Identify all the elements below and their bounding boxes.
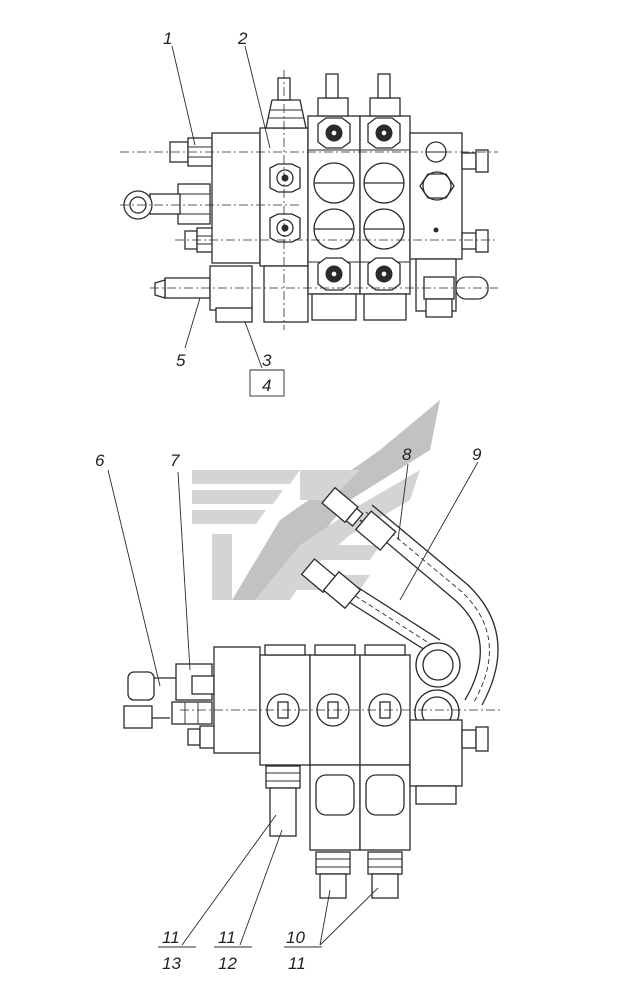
- top-left-bolt-lower: [184, 227, 216, 253]
- bottom-left-bolt-lower: [187, 725, 217, 749]
- bottom-left-bolt-upper: [175, 663, 215, 701]
- callout-13: 13: [162, 954, 181, 973]
- callout-5: 5: [176, 351, 186, 370]
- bottom-section-3: [359, 644, 411, 851]
- callout-10: 10: [286, 928, 305, 947]
- leader-10-11b: [319, 887, 379, 946]
- leader-10-11a: [319, 889, 331, 946]
- leader-3: [244, 321, 263, 369]
- top-inlet-cover: [211, 132, 261, 264]
- callout-2: 2: [237, 29, 248, 48]
- top-section-b: [359, 73, 411, 321]
- bottom-fitting-left: [265, 765, 301, 837]
- callout-4-box: [249, 369, 285, 397]
- callout-4: 4: [262, 376, 271, 395]
- callout-11-over-13: 11: [162, 928, 180, 947]
- bottom-section-1: [259, 644, 311, 766]
- leader-1: [171, 45, 196, 146]
- bottom-view: 6 7 8 9 10 11 11 13 11 12: [95, 445, 500, 973]
- callout-11-over-12: 11: [218, 928, 236, 947]
- leader-2: [244, 45, 271, 149]
- callout-9: 9: [472, 445, 482, 464]
- callout-7: 7: [170, 451, 180, 470]
- bottom-inlet-cover: [213, 646, 261, 754]
- top-left-hose-nipple: [154, 265, 253, 323]
- top-view: 1 2 3 4 5: [120, 29, 498, 397]
- callout-6: 6: [95, 451, 105, 470]
- callout-8: 8: [402, 445, 412, 464]
- top-section-a: [307, 73, 361, 321]
- top-end-cover: [409, 132, 489, 318]
- callout-3: 3: [262, 351, 272, 370]
- bottom-section-2: [309, 644, 361, 851]
- leader-5: [184, 297, 201, 349]
- bottom-fitting-mid: [315, 851, 351, 899]
- callout-11-under-10: 11: [288, 954, 306, 973]
- top-left-elbow-fitting: [123, 183, 211, 225]
- leader-9: [399, 461, 479, 601]
- leader-6: [107, 469, 161, 687]
- leader-8: [397, 463, 409, 541]
- leader-11-13: [181, 814, 277, 946]
- top-section-2: [259, 77, 309, 323]
- callout-1: 1: [163, 29, 172, 48]
- bottom-fitting-right: [367, 851, 403, 899]
- bottom-end-cover: [409, 719, 489, 805]
- bottom-left-elbow: [123, 671, 213, 729]
- callout-12: 12: [218, 954, 237, 973]
- leader-7: [177, 471, 191, 671]
- leader-11-12: [239, 829, 283, 946]
